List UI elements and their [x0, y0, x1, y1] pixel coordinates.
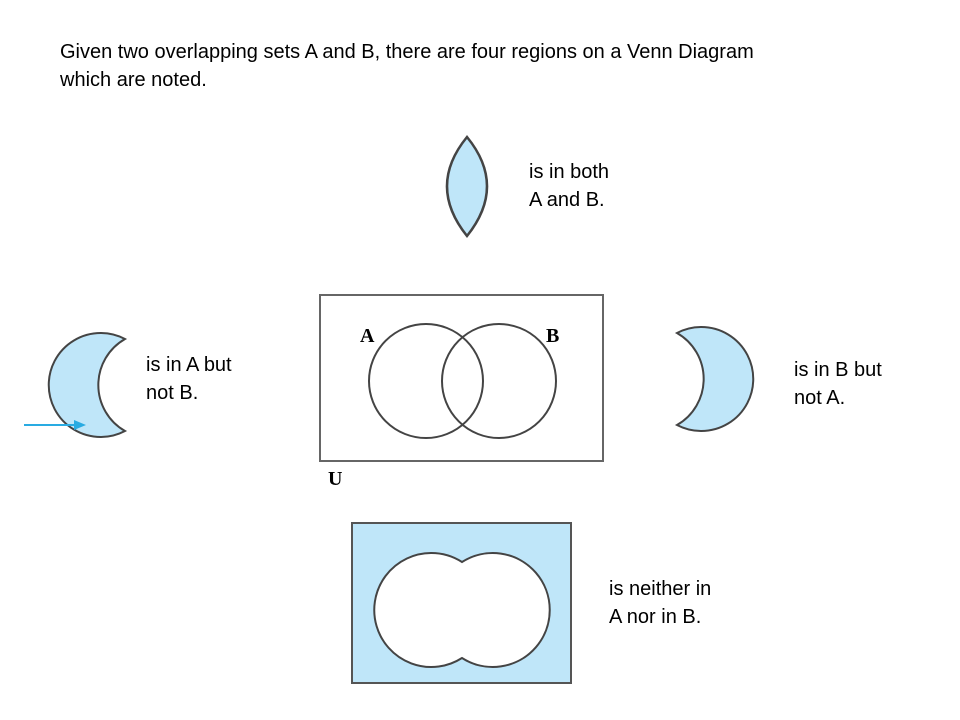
lens-shape-both: [445, 135, 489, 239]
intro-line-1: Given two overlapping sets A and B, ther…: [60, 41, 754, 63]
set-a-circle: [368, 323, 484, 439]
arrow-icon: [24, 420, 86, 430]
crescent-shape-a-only: [47, 332, 128, 438]
caption-b-only-line-2: not A.: [794, 387, 846, 409]
caption-neither-line-1: is neither in: [609, 578, 712, 600]
caption-b-only: is in B but not A.: [794, 356, 882, 412]
caption-both-line-2: A and B.: [529, 189, 605, 211]
caption-b-only-line-1: is in B but: [794, 359, 882, 381]
caption-a-only: is in A but not B.: [146, 351, 232, 407]
crescent-shape-b-only: [674, 326, 755, 432]
set-a-label: A: [360, 325, 375, 347]
intro-text: Given two overlapping sets A and B, ther…: [60, 38, 940, 94]
set-b-circle: [441, 323, 557, 439]
universe-label: U: [328, 468, 342, 490]
set-b-label: B: [546, 325, 559, 347]
caption-a-only-line-2: not B.: [146, 382, 199, 404]
intro-line-2: which are noted.: [60, 69, 207, 91]
caption-both-line-1: is in both: [529, 161, 610, 183]
caption-neither: is neither in A nor in B.: [609, 575, 711, 631]
universe-rectangle: [319, 294, 604, 462]
union-cutout: [373, 551, 551, 668]
caption-both: is in both A and B.: [529, 158, 609, 214]
caption-neither-line-2: A nor in B.: [609, 606, 702, 628]
caption-a-only-line-1: is in A but: [146, 354, 232, 376]
